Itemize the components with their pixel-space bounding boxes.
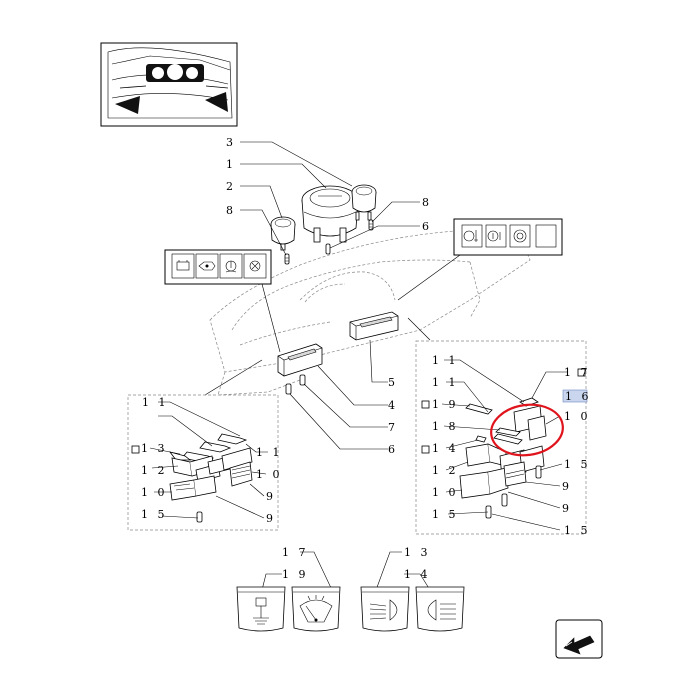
callout-15-left: 1 5 [141, 508, 168, 521]
highlight-circle [490, 403, 564, 457]
callout-11-right-b: 1 1 [432, 376, 459, 389]
low-beam-icon [369, 599, 398, 621]
fuel-icon [487, 230, 501, 242]
callout-9-right-a: 9 [562, 480, 572, 493]
callout-13-bottom: 1 3 [404, 546, 431, 559]
callout-15-right: 1 5 [432, 508, 459, 521]
callout-18-right: 1 8 [432, 420, 459, 433]
callout-9-left-a: 9 [266, 490, 276, 503]
detail-box-left [127, 394, 279, 531]
callout-10-right: 1 0 [432, 486, 459, 499]
square-marker-14 [421, 445, 430, 454]
switch-module-5[interactable] [349, 311, 399, 341]
bulb-8-left[interactable] [284, 253, 290, 265]
square-marker-17 [577, 368, 586, 377]
bulb-6-bottom[interactable] [285, 383, 292, 395]
callout-15-right-c: 1 5 [564, 524, 591, 537]
detail-box-right [415, 340, 588, 535]
callout-3: 3 [226, 136, 236, 149]
warning-panel-left[interactable] [164, 249, 272, 285]
high-beam-icon [427, 599, 456, 621]
gauge-leaders [240, 141, 420, 256]
callout-4: 4 [388, 399, 398, 412]
main-gauge[interactable] [301, 185, 359, 243]
callout-6: 6 [422, 220, 432, 233]
callout-6-bottom: 6 [388, 443, 398, 456]
decal-low-beam[interactable] [360, 586, 410, 632]
decal-high-beam[interactable] [415, 586, 465, 632]
leader-left-panel [261, 283, 281, 353]
callout-17-right: 1 7 [564, 366, 591, 379]
callout-10-left: 1 0 [141, 486, 168, 499]
leader-right-panel [397, 254, 461, 301]
callout-2: 2 [226, 180, 236, 193]
callout-14-right: 1 4 [432, 442, 459, 455]
callout-12-left: 1 2 [141, 464, 168, 477]
switch-group-left[interactable] [168, 433, 253, 523]
callout-14-bottom: 1 4 [404, 568, 431, 581]
callout-9-left-b: 9 [266, 512, 276, 525]
gauge-right[interactable] [351, 184, 377, 221]
square-marker-19 [421, 400, 430, 409]
callout-7: 7 [388, 421, 398, 434]
oil-pressure-icon [198, 261, 216, 271]
overview-thumbnail[interactable] [100, 42, 238, 127]
callout-16-highlight [562, 389, 588, 403]
callout-16-right: 1 6 [565, 390, 592, 403]
callout-12-right: 1 2 [432, 464, 459, 477]
callout-11-left-right: 1 1 [256, 446, 283, 459]
warning-panel-right[interactable] [453, 218, 563, 256]
callout-19-bottom: 1 9 [282, 568, 309, 581]
next-page-arrow-icon [563, 635, 595, 655]
square-marker-13 [131, 445, 140, 454]
callout-15-right-b: 1 5 [564, 458, 591, 471]
callout-11-left: 1 1 [142, 396, 169, 409]
decal-work-light[interactable] [236, 586, 286, 632]
bulb-6-top[interactable] [325, 243, 331, 255]
callout-19-right: 1 9 [432, 398, 459, 411]
callout-9-right-b: 9 [562, 502, 572, 515]
bulb-7[interactable] [299, 374, 306, 386]
callout-11-right-a: 1 1 [432, 354, 459, 367]
coolant-temp-icon [225, 260, 237, 273]
decal-wiper[interactable] [291, 586, 341, 632]
callout-8: 8 [226, 204, 236, 217]
callout-10-right-b: 1 0 [564, 410, 591, 423]
air-filter-icon [249, 260, 261, 272]
brake-icon [513, 229, 527, 243]
switch-group-right[interactable] [459, 397, 547, 519]
bulb-8-right[interactable] [368, 219, 374, 231]
callout-8-right: 8 [422, 196, 432, 209]
switch-leaders [204, 317, 431, 450]
callout-1: 1 [226, 158, 236, 171]
callout-10-left-right: 1 0 [256, 468, 283, 481]
battery-icon [176, 260, 190, 271]
oil-temp-icon [463, 230, 478, 242]
wiper-icon [299, 595, 333, 623]
callout-17-bottom: 1 7 [282, 546, 309, 559]
callout-5: 5 [388, 376, 398, 389]
switch-module-4[interactable] [277, 343, 323, 377]
next-page-button[interactable] [555, 619, 603, 659]
work-light-icon [253, 597, 269, 625]
decal-leaders [261, 551, 431, 591]
callout-13-left: 1 3 [141, 442, 168, 455]
